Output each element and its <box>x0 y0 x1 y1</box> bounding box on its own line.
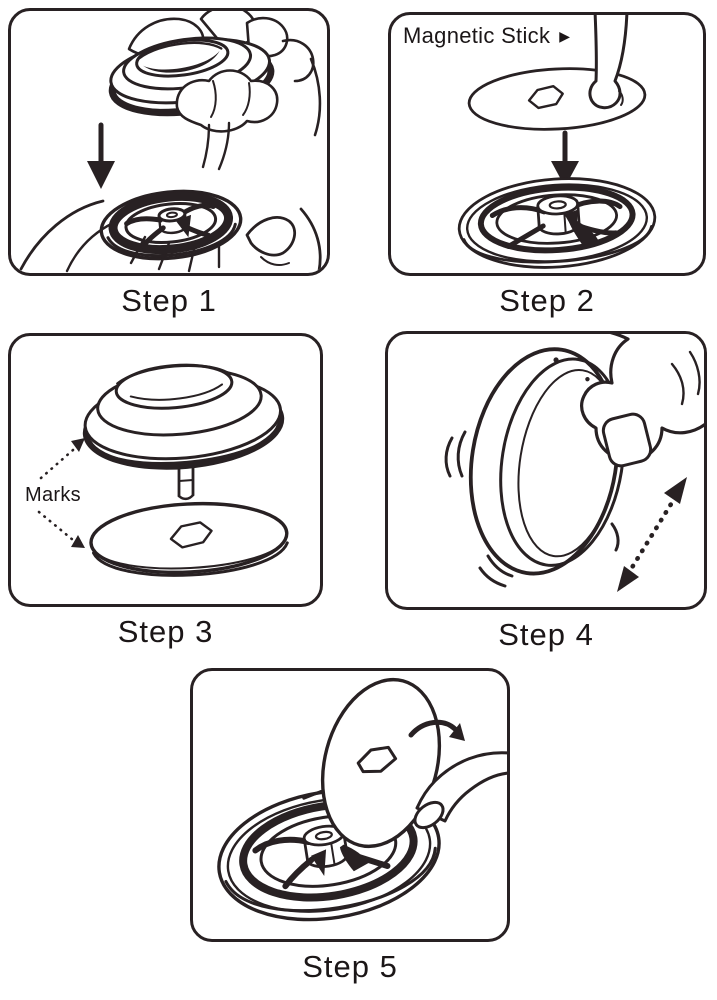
step-2-panel: Magnetic Stick ▶ <box>388 12 706 276</box>
pressing-hand <box>580 334 704 468</box>
wheel-bracket <box>457 177 657 269</box>
dome-device <box>82 363 285 470</box>
step-4-figure: Step 4 <box>385 331 707 653</box>
step-4-illustration <box>444 334 704 592</box>
step-2-figure: Magnetic Stick ▶ <box>388 12 706 319</box>
disc-hole <box>527 84 564 110</box>
magnetic-stick-text: Magnetic Stick <box>403 23 551 48</box>
hub-arrow-icon <box>175 214 192 238</box>
bracket-ring <box>99 189 243 261</box>
metal-disc <box>89 501 289 577</box>
fingers-under-disc <box>175 69 279 171</box>
step-5-figure: Step 5 <box>190 668 510 985</box>
step-3-panel: Marks <box>8 333 323 607</box>
hand-holding-ring <box>19 199 322 273</box>
step-1-caption: Step 1 <box>121 283 217 318</box>
step-5-illustration <box>217 677 507 922</box>
pointer-triangle-icon: ▶ <box>559 28 571 44</box>
metal-disc-tilted <box>320 677 442 849</box>
step-2-caption: Step 2 <box>499 283 595 318</box>
magnetic-stick-drawing <box>413 751 507 830</box>
step-4-caption: Step 4 <box>498 617 594 652</box>
down-arrow-icon <box>87 122 115 189</box>
step-3-caption: Step 3 <box>117 614 214 649</box>
magnetic-stick-drawing <box>588 15 629 110</box>
motion-marks <box>444 430 620 588</box>
stem <box>177 465 195 501</box>
disc-hole <box>169 521 213 549</box>
step-3-illustration <box>37 363 289 577</box>
hub-arrow-icon <box>310 849 327 877</box>
down-arrow-icon <box>551 130 579 187</box>
step-2-illustration <box>457 15 657 269</box>
step-1-figure: Step 1 <box>8 8 330 319</box>
step-1-illustration <box>19 11 322 273</box>
step-5-caption: Step 5 <box>302 949 398 984</box>
marks-text: Marks <box>25 484 81 506</box>
marks-pointer-arrows <box>37 438 85 548</box>
hub-arrow-icon <box>564 209 579 234</box>
step-1-panel <box>8 8 330 276</box>
disc-hole <box>356 745 398 774</box>
step-5-panel <box>190 668 510 942</box>
rotate-arrow-icon <box>408 719 465 741</box>
step-4-panel <box>385 331 707 610</box>
marks-label: Marks <box>25 484 81 507</box>
magnetic-stick-label: Magnetic Stick ▶ <box>403 23 570 49</box>
step-3-figure: Marks <box>8 333 323 650</box>
shake-double-arrow-icon <box>617 477 687 592</box>
fingernail <box>601 412 653 468</box>
